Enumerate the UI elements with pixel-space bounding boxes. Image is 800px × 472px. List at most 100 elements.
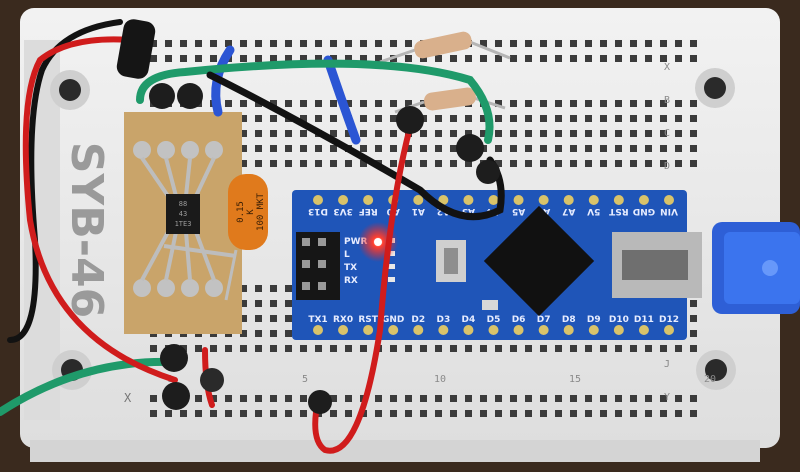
breadboard-hole: [570, 410, 577, 417]
breadboard-hole: [240, 55, 247, 62]
breadboard-hole: [240, 160, 247, 167]
breadboard-hole: [225, 40, 232, 47]
breadboard-hole: [255, 330, 262, 337]
breadboard-hole: [630, 410, 637, 417]
breadboard-hole: [540, 40, 547, 47]
breadboard-hole: [360, 160, 367, 167]
breadboard-hole: [525, 160, 532, 167]
breadboard-hole: [435, 160, 442, 167]
arduino-pin-label: A7: [562, 206, 575, 216]
breadboard-hole: [630, 40, 637, 47]
arduino-pin-pad: [313, 195, 323, 205]
breadboard-hole: [435, 55, 442, 62]
breadboard-hole: [690, 115, 697, 122]
breadboard-hole: [645, 55, 652, 62]
breadboard-hole: [300, 410, 307, 417]
breadboard-hole: [585, 410, 592, 417]
arduino-pin-label: REF: [359, 206, 378, 216]
breadboard-hole: [465, 130, 472, 137]
arduino-pin-pad: [664, 325, 674, 335]
breadboard-hole: [300, 130, 307, 137]
breadboard-hole: [570, 145, 577, 152]
breadboard-hole: [300, 55, 307, 62]
breadboard-hole: [210, 40, 217, 47]
breadboard-hole: [555, 160, 562, 167]
breadboard-hole: [540, 160, 547, 167]
breadboard-hole: [195, 40, 202, 47]
sensor-chip: [166, 194, 200, 234]
breadboard-hole: [420, 410, 427, 417]
breadboard-hole: [555, 145, 562, 152]
breadboard-hole: [270, 330, 277, 337]
breadboard-hole: [315, 115, 322, 122]
breadboard-hole: [510, 55, 517, 62]
arduino-pin-pad: [388, 325, 399, 335]
breadboard-hole: [570, 160, 577, 167]
arduino-pin-label: D2: [411, 315, 425, 325]
breadboard-hole: [360, 130, 367, 137]
breadboard-hole: [255, 55, 262, 62]
breadboard-hole: [690, 315, 697, 322]
breadboard-hole: [285, 55, 292, 62]
breadboard-hole: [570, 115, 577, 122]
breadboard-hole: [435, 145, 442, 152]
breadboard-hole: [255, 410, 262, 417]
breadboard-hole: [495, 40, 502, 47]
arduino-pin-label: D6: [512, 315, 526, 325]
breadboard-hole: [690, 410, 697, 417]
breadboard-hole: [510, 410, 517, 417]
resistor-1: [379, 31, 511, 64]
breadboard-hole: [405, 395, 412, 402]
breadboard-hole: [255, 130, 262, 137]
breadboard-hole: [315, 55, 322, 62]
capacitor-value: 0.15: [236, 201, 246, 223]
breadboard-hole: [645, 160, 652, 167]
breadboard-hole: [150, 55, 157, 62]
breadboard-hole: [600, 145, 607, 152]
arduino-pin-label: D10: [609, 315, 629, 325]
breadboard-hole: [540, 145, 547, 152]
breadboard-hole: [240, 40, 247, 47]
breadboard-hole: [525, 395, 532, 402]
breadboard-hole: [375, 395, 382, 402]
breadboard-hole: [390, 130, 397, 137]
arduino-pin-pad: [563, 195, 574, 205]
breadboard-hole: [450, 345, 457, 352]
breadboard-hole: [330, 40, 337, 47]
arduino-pin-label: RX0: [333, 315, 353, 325]
breadboard-hole: [585, 345, 592, 352]
breadboard-hole: [345, 40, 352, 47]
breadboard-hole: [270, 130, 277, 137]
breadboard-hole: [645, 40, 652, 47]
breadboard-hole: [585, 100, 592, 107]
breadboard-hole: [300, 100, 307, 107]
breadboard-hole: [375, 410, 382, 417]
arduino-pin-pad: [338, 195, 349, 205]
arduino-pin-label: D11: [634, 315, 654, 325]
arduino-pin-pad: [363, 195, 374, 205]
breadboard-hole: [255, 315, 262, 322]
arduino-pin-pad: [438, 195, 449, 205]
breadboard-hole: [330, 55, 337, 62]
breadboard-hole: [525, 410, 532, 417]
breadboard-hole: [645, 100, 652, 107]
breadboard-hole: [525, 40, 532, 47]
arduino-pin-label: GND: [382, 315, 404, 325]
arduino-pin-label: A1: [412, 206, 425, 216]
breadboard-hole: [240, 315, 247, 322]
black-wire: [206, 71, 505, 221]
arduino-pin-pad: [363, 325, 374, 335]
breadboard-hole: [570, 130, 577, 137]
breadboard-hole: [285, 330, 292, 337]
breadboard-hole: [345, 410, 352, 417]
row-letter: D: [664, 161, 670, 172]
breadboard-hole: [600, 55, 607, 62]
breadboard-hole: [645, 345, 652, 352]
row-letter: X: [664, 62, 670, 73]
breadboard-hole: [660, 40, 667, 47]
breadboard-hole: [525, 145, 532, 152]
breadboard-hole: [675, 130, 682, 137]
arduino-pin-pad: [463, 325, 474, 335]
power-led: [374, 238, 382, 246]
breadboard-hole: [480, 130, 487, 137]
